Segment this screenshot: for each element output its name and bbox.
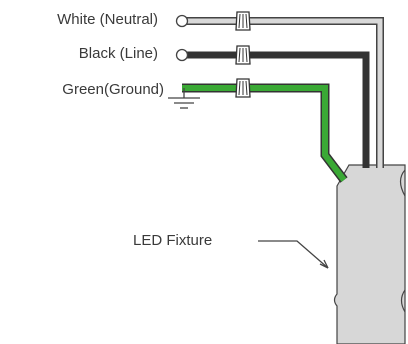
wire-nut-icon — [235, 45, 251, 65]
led-fixture-label: LED Fixture — [133, 232, 213, 249]
fixture-pointer — [258, 240, 329, 269]
wire-nut-icon — [235, 11, 251, 31]
wire-nut-icon — [235, 78, 251, 98]
black-line-wire — [175, 48, 370, 168]
black-line-label: Black (Line) — [78, 45, 158, 62]
green-ground-wire — [182, 83, 348, 183]
white-neutral-label: White (Neutral) — [57, 11, 158, 28]
led-fixture-body — [333, 164, 406, 344]
black-terminal-icon — [175, 48, 189, 62]
white-terminal-icon — [175, 14, 189, 28]
green-ground-label: Green(Ground) — [62, 81, 164, 98]
ground-symbol-icon — [168, 88, 200, 109]
